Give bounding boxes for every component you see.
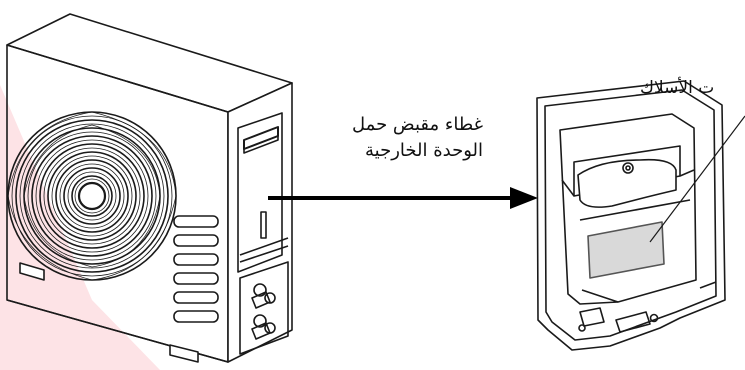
handle-cover-label-line1: غطاء مقبض حمل: [352, 112, 483, 138]
handle-cover-label: غطاء مقبض حمل الوحدة الخارجية: [352, 112, 483, 164]
right-arrow-icon: [268, 187, 538, 209]
highlight-region: [0, 85, 160, 370]
wiring-diagram-label: ت الأسلاك: [640, 75, 714, 101]
handle-cover-illustration: [537, 81, 725, 350]
handle-cover-label-line2: الوحدة الخارجية: [352, 138, 483, 164]
front-louvres: [174, 216, 218, 322]
